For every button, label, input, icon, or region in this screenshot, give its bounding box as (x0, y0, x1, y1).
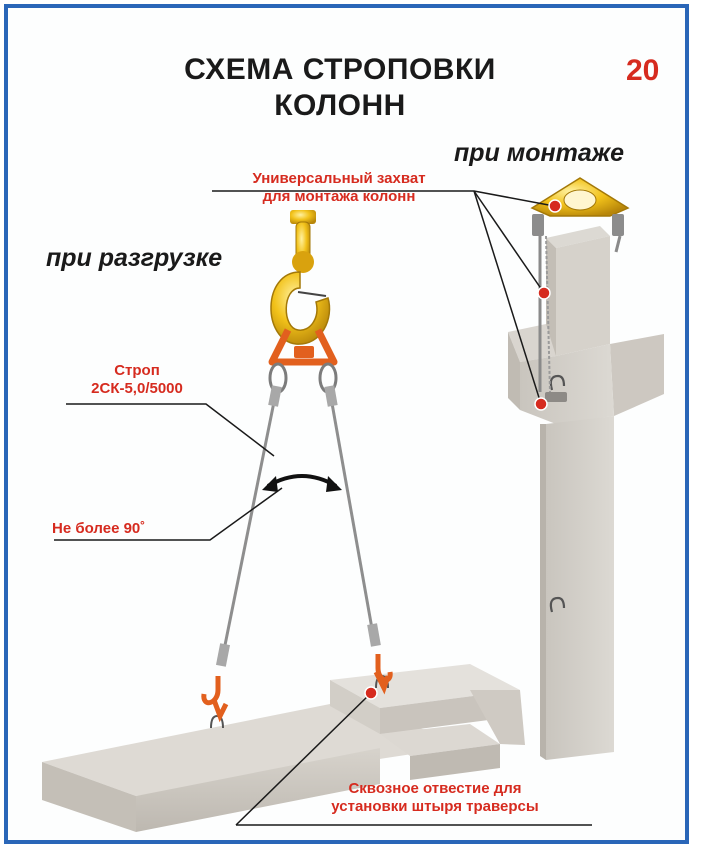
mode-unloading: при разгрузке (46, 244, 223, 272)
crane-hook (268, 210, 338, 394)
title-line-1: СХЕМА СТРОПОВКИ (184, 53, 496, 86)
title-line-2: КОЛОНН (274, 89, 406, 122)
label-sling-line-2: 2СК-5,0/5000 (91, 380, 183, 397)
label-grip-line-1: Универсальный захват (252, 170, 426, 187)
lying-column (42, 664, 525, 832)
label-sling-line-1: Строп (114, 362, 160, 379)
marker-grip-rope (537, 286, 551, 300)
marker-hole (364, 686, 378, 700)
leader-lines (54, 190, 592, 826)
standing-column (508, 226, 664, 760)
label-hole-line-1: Сквозное отвестие для (348, 780, 522, 797)
label-hole: Сквозное отвестие для установки штыря тр… (270, 780, 600, 816)
label-sling: Строп 2СК-5,0/5000 (62, 362, 212, 398)
page-number: 20 (626, 54, 660, 87)
label-grip-line-2: для монтажа колонн (262, 188, 416, 205)
label-grip: Универсальный захват для монтажа колонн (214, 170, 464, 206)
red-markers (364, 199, 562, 700)
sling-ropes (201, 385, 393, 723)
marker-grip-loop (534, 397, 548, 411)
label-hole-line-2: установки штыря траверсы (331, 798, 539, 815)
mode-mounting: при монтаже (454, 139, 625, 167)
marker-grip-top (548, 199, 562, 213)
label-angle: Не более 90˚ (52, 520, 146, 537)
page-title: СХЕМА СТРОПОВКИ КОЛОНН (120, 52, 560, 124)
